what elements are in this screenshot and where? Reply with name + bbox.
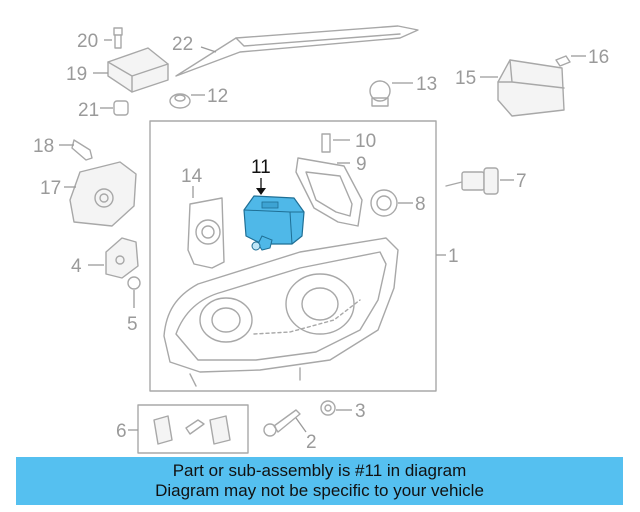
part-15-ballast-module[interactable]: 15: [455, 59, 565, 117]
callout-16: 16: [588, 47, 609, 68]
callout-22: 22: [172, 34, 193, 55]
part-19-control-module[interactable]: 19: [66, 47, 169, 93]
callout-21: 21: [78, 100, 99, 121]
callout-11: 11: [251, 157, 271, 178]
part-17-module-bracket[interactable]: 17: [40, 161, 137, 227]
part-3-nut[interactable]: 3: [320, 400, 366, 422]
callout-10: 10: [355, 131, 376, 152]
callout-20: 20: [77, 31, 98, 52]
callout-5: 5: [127, 314, 138, 335]
callout-3: 3: [355, 401, 366, 422]
banner-line-2: Diagram may not be specific to your vehi…: [155, 481, 484, 500]
part-7-hid-bulb[interactable]: 7: [445, 167, 527, 195]
callout-18: 18: [33, 136, 54, 157]
part-20-screw[interactable]: 20: [77, 27, 123, 52]
callout-15: 15: [455, 68, 476, 89]
callout-19: 19: [66, 64, 87, 85]
part-12-grommet[interactable]: 12: [169, 86, 228, 109]
part-5-screw[interactable]: 5: [127, 276, 141, 335]
callout-6: 6: [116, 421, 127, 442]
callout-14: 14: [181, 166, 203, 187]
part-10-screw[interactable]: 10: [321, 131, 376, 153]
callout-8: 8: [415, 194, 426, 215]
part-22-trim-strip[interactable]: 22: [172, 25, 419, 77]
callout-7: 7: [516, 171, 527, 192]
part-14-cover[interactable]: 14: [181, 166, 225, 269]
part-2-bolt[interactable]: 2: [263, 409, 317, 453]
part-13-bulb[interactable]: 13: [369, 74, 437, 107]
callout-1: 1: [448, 246, 459, 267]
part-1-headlamp-assembly[interactable]: 1: [163, 237, 459, 387]
callout-17: 17: [40, 178, 61, 199]
part-9-frame-bracket[interactable]: 9: [295, 154, 367, 227]
part-11-leveling-motor[interactable]: 11: [243, 157, 305, 251]
banner-line-1: Part or sub-assembly is #11 in diagram: [172, 461, 467, 480]
part-8-cap[interactable]: 8: [370, 189, 426, 217]
assembly-frame: [149, 120, 437, 392]
part-21-clip[interactable]: 21: [78, 100, 129, 121]
callout-4: 4: [71, 256, 82, 277]
part-6-bracket-set[interactable]: 6: [116, 404, 249, 454]
part-18-screw[interactable]: 18: [33, 136, 93, 161]
callout-9: 9: [356, 154, 367, 175]
part-4-bracket[interactable]: 4: [71, 237, 139, 279]
callout-2: 2: [306, 432, 317, 453]
callout-13: 13: [416, 74, 437, 95]
info-banner: Part or sub-assembly is #11 in diagram D…: [16, 457, 623, 505]
callout-12: 12: [207, 86, 228, 107]
part-16-screw[interactable]: 16: [555, 47, 609, 68]
